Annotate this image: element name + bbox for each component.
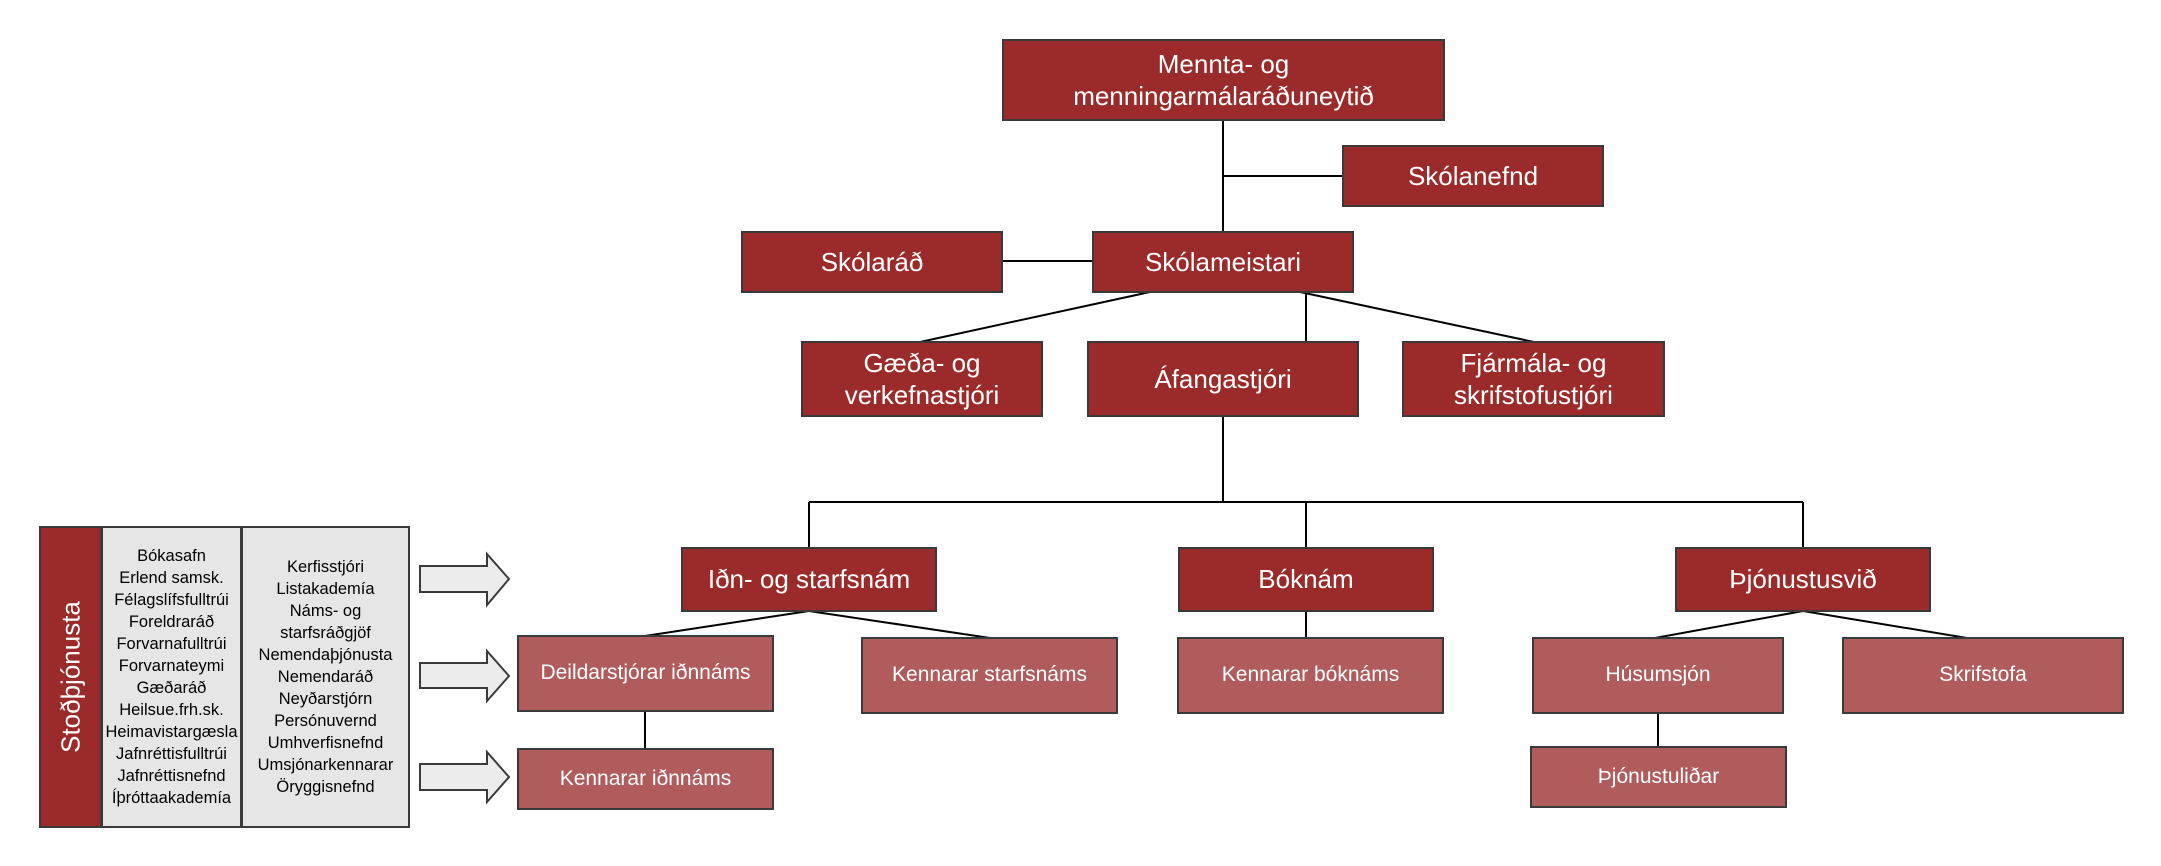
node-vocational: Iðn- og starfsnám — [681, 547, 937, 612]
node-quality-manager-label: Gæða- og verkefnastjóri — [844, 347, 1000, 411]
support-service-item: Gæðaráð — [136, 679, 207, 697]
node-caretaking: Húsumsjón — [1532, 637, 1784, 714]
node-course-manager: Áfangastjóri — [1087, 341, 1359, 417]
node-office-label: Skrifstofa — [1939, 663, 2027, 687]
support-service-item: Forvarnateymi — [118, 657, 225, 675]
node-ministry: Mennta- og menningarmálaráðuneytið — [1002, 39, 1445, 121]
node-dept-heads-trades: Deildarstjórar iðnnáms — [517, 635, 774, 712]
node-academic-teachers-label: Kennarar bóknáms — [1221, 663, 1400, 687]
support-service-item: Jafnréttisnefnd — [117, 767, 226, 785]
support-service-item: Persónuvernd — [274, 712, 377, 730]
support-service-item: Forvarnafulltrúi — [116, 635, 227, 653]
support-service-item: Erlend samsk. — [119, 569, 224, 587]
node-course-manager-label: Áfangastjóri — [1154, 363, 1292, 394]
node-school-council-label: Skólaráð — [820, 246, 924, 277]
node-school-board: Skólanefnd — [1342, 145, 1604, 207]
node-service-staff: Þjónustuliðar — [1530, 746, 1787, 808]
node-trades-teachers: Kennarar iðnnáms — [517, 748, 774, 810]
arrow-middle-icon — [419, 648, 511, 704]
support-service-item: Nemendaþjónusta — [258, 646, 393, 664]
support-service-item: Neyðarstjórn — [278, 690, 373, 708]
support-service-item: Bókasafn — [137, 547, 206, 565]
node-service-staff-label: Þjónustuliðar — [1597, 764, 1720, 788]
support-service-item: Umsjónarkennarar — [257, 756, 394, 774]
support-services-bar: Stoðþjónusta — [39, 526, 102, 828]
node-services-label: Þjónustusvið — [1729, 564, 1877, 595]
support-services-title: Stoðþjónusta — [55, 601, 85, 753]
connector-services-caretaking — [1654, 610, 1804, 639]
node-academic-label: Bóknám — [1258, 564, 1354, 595]
support-service-item: Foreldraráð — [128, 613, 215, 631]
node-services: Þjónustusvið — [1675, 547, 1931, 612]
node-trades-teachers-label: Kennarar iðnnáms — [559, 766, 732, 790]
node-finance-manager-label: Fjármála- og skrifstofustjóri — [1454, 347, 1613, 411]
node-vocational-label: Iðn- og starfsnám — [707, 564, 911, 595]
node-vocational-teachers: Kennarar starfsnáms — [861, 637, 1118, 714]
support-service-item: starfsráðgjöf — [280, 624, 371, 642]
node-headmaster-label: Skólameistari — [1144, 246, 1302, 277]
node-caretaking-label: Húsumsjón — [1605, 663, 1711, 687]
support-service-item: Kerfisstjóri — [286, 558, 364, 576]
support-service-item: Heilsue.frh.sk. — [119, 701, 224, 719]
node-office: Skrifstofa — [1842, 637, 2124, 714]
node-school-board-label: Skólanefnd — [1407, 160, 1539, 191]
connector-vocational-teachers — [808, 610, 991, 639]
node-school-council: Skólaráð — [741, 231, 1003, 293]
support-service-item: Umhverfisnefnd — [267, 734, 384, 752]
connector-services-office — [1802, 610, 1968, 639]
support-service-item: Náms- og — [289, 602, 362, 620]
connector-headmaster-quality — [919, 291, 1151, 343]
arrow-bottom-icon — [419, 749, 511, 805]
support-service-item: Félagslífsfulltrúi — [114, 591, 229, 609]
node-quality-manager: Gæða- og verkefnastjóri — [801, 341, 1043, 417]
connector-vocational-depthead — [644, 610, 810, 637]
support-service-item: Nemendaráð — [277, 668, 374, 686]
connector-headmaster-finance — [1299, 291, 1535, 343]
node-dept-heads-trades-label: Deildarstjórar iðnnáms — [540, 661, 751, 685]
support-service-item: Jafnréttisfulltrúi — [116, 745, 227, 763]
arrow-top-icon — [419, 551, 511, 608]
support-service-item: Öryggisnefnd — [276, 778, 375, 796]
support-service-item: Íþróttaakademía — [111, 789, 232, 807]
support-service-item: Listakademía — [276, 580, 375, 598]
node-ministry-label: Mennta- og menningarmálaráðuneytið — [1073, 48, 1374, 112]
node-academic-teachers: Kennarar bóknáms — [1177, 637, 1444, 714]
node-finance-manager: Fjármála- og skrifstofustjóri — [1402, 341, 1665, 417]
node-academic: Bóknám — [1178, 547, 1434, 612]
support-service-item: Heimavistargæsla — [105, 723, 238, 741]
node-vocational-teachers-label: Kennarar starfsnáms — [892, 663, 1087, 687]
node-headmaster: Skólameistari — [1092, 231, 1354, 293]
